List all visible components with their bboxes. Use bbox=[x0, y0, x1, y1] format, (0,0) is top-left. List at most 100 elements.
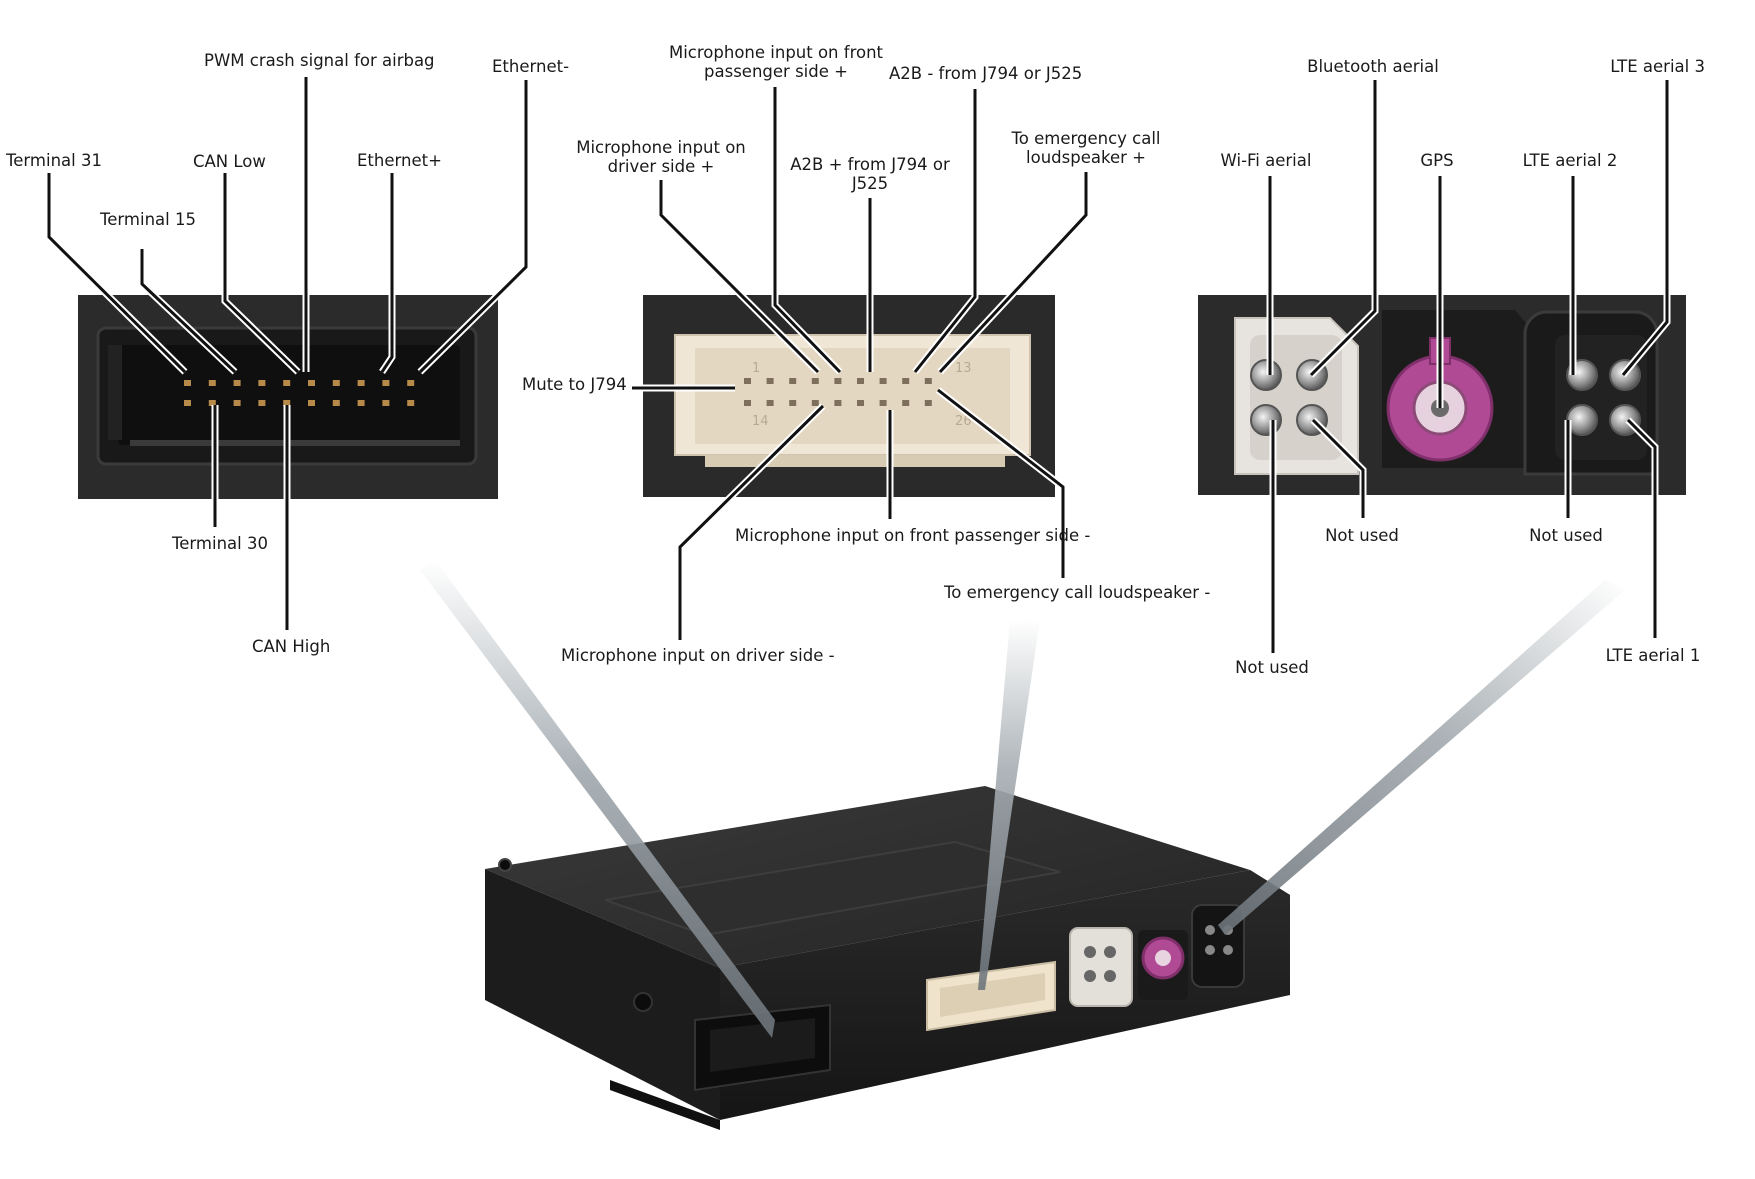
label-a2b-minus: A2B - from J794 or J525 bbox=[889, 64, 1082, 83]
pin-cavity bbox=[382, 380, 390, 386]
leader-line bbox=[937, 388, 1065, 578]
pin-cavity bbox=[811, 378, 819, 384]
device-pin bbox=[1205, 925, 1215, 935]
leader-line bbox=[1621, 80, 1669, 376]
pin-cavity bbox=[258, 380, 266, 386]
label-terminal-31: Terminal 31 bbox=[5, 151, 102, 170]
pin-cavity bbox=[308, 400, 315, 406]
label-not-used-bottom: Not used bbox=[1235, 658, 1309, 677]
label-terminal-15: Terminal 15 bbox=[99, 210, 196, 229]
pin-cavity bbox=[184, 380, 191, 386]
pin-number-mark: 13 bbox=[955, 361, 972, 376]
middle-connector-labels: Microphone input on front passenger side… bbox=[522, 43, 1210, 665]
device-cream-connector-cavity bbox=[940, 973, 1045, 1017]
leader-line bbox=[223, 173, 300, 374]
pin-cavity bbox=[744, 378, 751, 384]
leader-line bbox=[1309, 80, 1377, 377]
device-lid-panel bbox=[604, 840, 1061, 937]
leader-lines bbox=[45, 77, 1671, 653]
label-emergency-plus-line2: loudspeaker + bbox=[1026, 148, 1146, 167]
leader-line bbox=[418, 80, 528, 374]
label-mic-front-plus-line1: Microphone input on front bbox=[669, 43, 884, 62]
pin-cavity bbox=[834, 400, 842, 406]
label-mic-front-minus: Microphone input on front passenger side… bbox=[735, 526, 1090, 545]
label-a2b-plus-line2: J525 bbox=[851, 174, 888, 193]
pin-cavity bbox=[233, 380, 241, 386]
label-gps: GPS bbox=[1420, 151, 1453, 170]
label-lte-aerial-2: LTE aerial 2 bbox=[1523, 151, 1618, 170]
label-terminal-30: Terminal 30 bbox=[171, 534, 268, 553]
device-pin bbox=[1084, 970, 1096, 982]
label-not-used-grey: Not used bbox=[1325, 526, 1399, 545]
leader-line bbox=[380, 173, 394, 373]
label-pwm-crash-signal: PWM crash signal for airbag bbox=[204, 51, 435, 70]
right-connector-labels: Bluetooth aerial LTE aerial 3 Wi-Fi aeri… bbox=[1221, 57, 1705, 677]
pin-number-mark: 1 bbox=[752, 361, 760, 376]
middle-connector-lip bbox=[705, 455, 1005, 467]
beam-left bbox=[420, 560, 775, 1038]
pin-cavity bbox=[766, 400, 774, 406]
device-grey-fakra bbox=[1069, 927, 1133, 1007]
label-not-used-black: Not used bbox=[1529, 526, 1603, 545]
pin-cavity bbox=[879, 400, 887, 406]
middle-connector: 1 14 13 26 bbox=[643, 295, 1055, 497]
pin-cavity bbox=[283, 380, 291, 386]
leader-line bbox=[773, 87, 842, 374]
label-mic-front-plus-line2: passenger side + bbox=[704, 62, 848, 81]
label-mic-driver-plus-line2: driver side + bbox=[608, 157, 715, 176]
left-connector-rail bbox=[130, 440, 460, 446]
label-lte-aerial-3: LTE aerial 3 bbox=[1610, 57, 1705, 76]
pin-cavity bbox=[789, 378, 797, 384]
pin-cavity bbox=[233, 400, 241, 406]
pin-cavity bbox=[407, 400, 415, 406]
pin-cavity bbox=[857, 400, 864, 406]
device-pin bbox=[1084, 946, 1096, 958]
label-a2b-plus-line1: A2B + from J794 or bbox=[790, 155, 950, 174]
left-connector-cavity bbox=[118, 345, 460, 445]
label-ethernet-plus: Ethernet+ bbox=[357, 151, 442, 170]
label-bluetooth-aerial: Bluetooth aerial bbox=[1307, 57, 1439, 76]
pin-cavity bbox=[766, 378, 774, 384]
pin-number-mark: 26 bbox=[955, 414, 972, 429]
pin-cavity bbox=[857, 378, 864, 384]
pin-cavity bbox=[924, 400, 932, 406]
label-mic-driver-plus-line1: Microphone input on bbox=[576, 138, 746, 157]
mounting-hole bbox=[498, 858, 512, 872]
pin-cavity bbox=[924, 378, 932, 384]
label-emergency-minus: To emergency call loudspeaker - bbox=[943, 583, 1210, 602]
label-wifi-aerial: Wi-Fi aerial bbox=[1221, 151, 1312, 170]
leader-line bbox=[678, 404, 825, 640]
pin-cavity bbox=[744, 400, 751, 406]
left-connector-pins bbox=[184, 380, 415, 406]
beam-right bbox=[1218, 580, 1625, 935]
label-emergency-plus-line1: To emergency call bbox=[1011, 129, 1161, 148]
device-foot bbox=[610, 1080, 720, 1130]
pin bbox=[1250, 359, 1282, 391]
pin-cavity bbox=[208, 400, 216, 406]
pin-cavity bbox=[258, 400, 266, 406]
pin-cavity bbox=[902, 400, 910, 406]
label-can-low: CAN Low bbox=[193, 152, 266, 171]
pin-cavity bbox=[382, 400, 390, 406]
control-unit-device bbox=[485, 786, 1290, 1130]
label-mute-to-j794: Mute to J794 bbox=[522, 375, 627, 394]
pin-cavity bbox=[902, 378, 910, 384]
label-mic-driver-minus: Microphone input on driver side - bbox=[561, 646, 835, 665]
middle-connector-pins bbox=[744, 378, 932, 406]
device-pin bbox=[1223, 945, 1233, 955]
device-left-side bbox=[485, 869, 720, 1120]
pin-cavity bbox=[834, 378, 842, 384]
pin-cavity bbox=[332, 380, 340, 386]
mounting-hole bbox=[633, 992, 653, 1012]
leader-line bbox=[47, 173, 187, 374]
middle-connector-cavity bbox=[695, 348, 1010, 444]
beam-middle bbox=[978, 620, 1040, 990]
pin-cavity bbox=[811, 400, 819, 406]
left-connector-latch bbox=[108, 345, 122, 440]
device-pin bbox=[1104, 970, 1116, 982]
left-connector-labels: Terminal 31 Terminal 15 CAN Low PWM cras… bbox=[5, 51, 569, 656]
pin-number-mark: 14 bbox=[752, 414, 769, 429]
device-pin bbox=[1205, 945, 1215, 955]
leader-line bbox=[938, 172, 1088, 374]
